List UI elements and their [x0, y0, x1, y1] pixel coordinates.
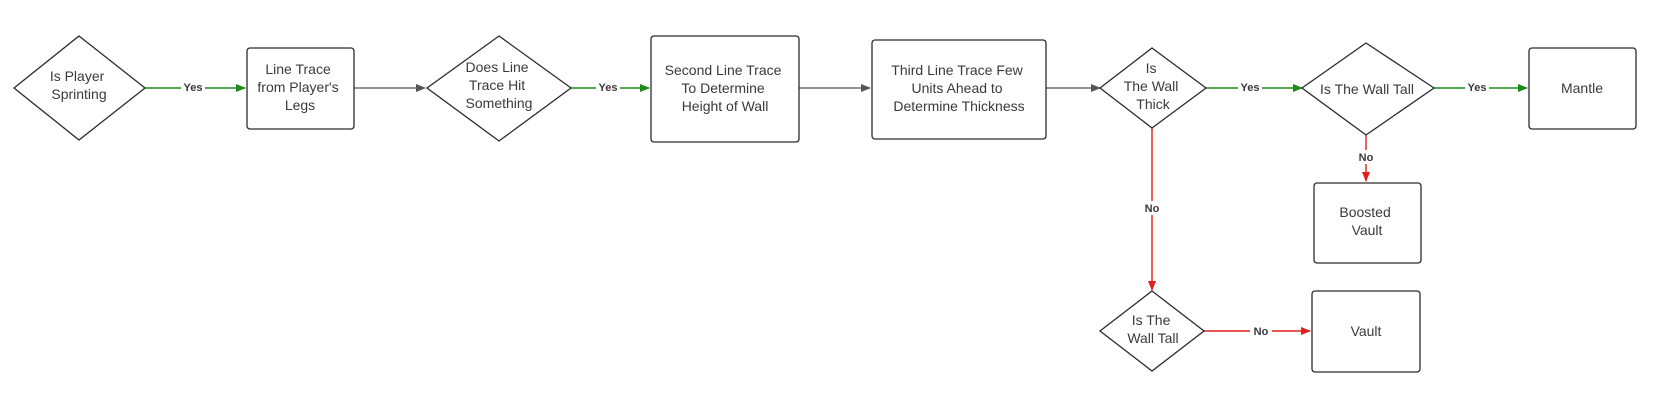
node-text-line: Something	[466, 95, 533, 111]
edge-label-yes: Yes	[1468, 82, 1487, 94]
decision-is-wall-thick: Is The Wall Thick	[1098, 47, 1208, 129]
node-text-line: Is The Wall Tall	[1320, 81, 1414, 97]
node-text-line: Determine Thickness	[893, 98, 1024, 114]
node-text-line: Line Trace	[265, 61, 331, 77]
svg-text:Second Line Trace To Det: Second Line Trace To Determine Height of…	[665, 62, 786, 114]
edge-label-no: No	[1254, 326, 1269, 338]
svg-text:Does Line Trace Hit: Does Line Trace Hit Something	[466, 59, 533, 111]
process-second-line-trace: Second Line Trace To Determine Height of…	[650, 35, 800, 143]
node-text-line: Does Line	[466, 59, 529, 75]
node-text-line: Legs	[285, 97, 315, 113]
node-text-line: Trace Hit	[469, 77, 525, 93]
node-text-line: Vault	[1351, 323, 1382, 339]
svg-text:Mantle: Mantle	[1561, 80, 1603, 96]
node-text-line: Height of Wall	[682, 98, 769, 114]
process-vault: Vault	[1311, 290, 1421, 373]
edge-label-yes: Yes	[599, 82, 618, 94]
node-text-line: Vault	[1352, 222, 1383, 238]
node-text-line: Thick	[1136, 96, 1170, 112]
node-text-line: Units Ahead to	[912, 80, 1003, 96]
node-text-line: Mantle	[1561, 80, 1603, 96]
edge-labels: Yes Yes Yes Yes No No No	[181, 80, 1489, 338]
node-text-line: Second Line Trace	[665, 62, 782, 78]
edge-label-no: No	[1359, 152, 1374, 164]
svg-text:Third Line Trace Few Uni: Third Line Trace Few Units Ahead to Dete…	[891, 62, 1026, 114]
process-boosted-vault: Boosted Vault	[1313, 182, 1422, 264]
edge-label-no: No	[1145, 203, 1160, 215]
decision-does-line-trace-hit: Does Line Trace Hit Something	[425, 35, 573, 142]
svg-text:Boosted Vault: Boosted Vault	[1339, 204, 1394, 238]
node-text-line: The Wall	[1124, 78, 1179, 94]
node-text-line: To Determine	[681, 80, 764, 96]
edge-label-yes: Yes	[1241, 82, 1260, 94]
svg-text:Is The Wall Tall: Is The Wall Tall	[1127, 312, 1178, 346]
process-mantle: Mantle	[1528, 47, 1637, 130]
process-third-line-trace: Third Line Trace Few Units Ahead to Dete…	[871, 39, 1047, 140]
decision-is-wall-tall-bottom: Is The Wall Tall	[1098, 290, 1206, 372]
edge-label-yes: Yes	[184, 82, 203, 94]
node-text-line: Is	[1146, 60, 1157, 76]
node-text-line: Third Line Trace Few	[891, 62, 1023, 78]
svg-text:Is The Wall Thick: Is The Wall Thick	[1124, 60, 1183, 112]
decision-is-wall-tall-top: Is The Wall Tall	[1300, 42, 1436, 136]
svg-text:Line Trace from Player's: Line Trace from Player's Legs	[257, 61, 342, 113]
process-line-trace-legs: Line Trace from Player's Legs	[246, 47, 355, 130]
node-text-line: Sprinting	[51, 86, 106, 102]
node-text-line: Boosted	[1339, 204, 1390, 220]
node-text-line: Wall Tall	[1127, 330, 1178, 346]
decision-is-player-sprinting: Is Player Sprinting	[12, 35, 147, 141]
svg-text:Is Player Sprinting: Is Player Sprinting	[50, 68, 108, 102]
node-text-line: Is The	[1132, 312, 1171, 328]
svg-text:Vault: Vault	[1351, 323, 1382, 339]
svg-text:Is The Wall Tall: Is The Wall Tall	[1320, 81, 1414, 97]
node-text-line: from Player's	[257, 79, 338, 95]
node-text-line: Is Player	[50, 68, 105, 84]
